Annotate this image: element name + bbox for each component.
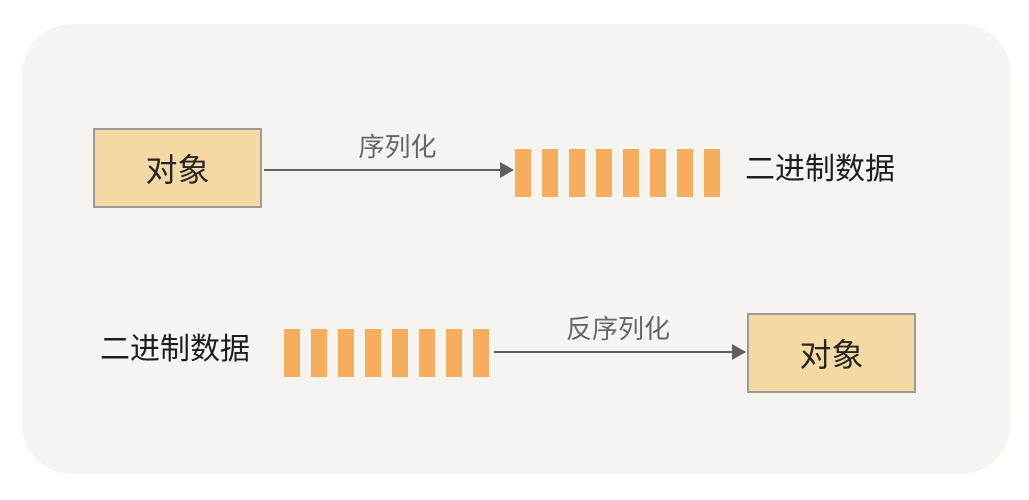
binary-bar (569, 149, 585, 197)
object-box-top-label: 对象 (145, 152, 210, 188)
binary-bar (446, 329, 462, 377)
binary-bar (596, 149, 612, 197)
binary-bar (338, 329, 354, 377)
binary-bar (677, 149, 693, 197)
binary-bar (542, 149, 558, 197)
binary-bar (473, 329, 489, 377)
deserialize-arrowhead-icon (732, 344, 746, 360)
binary-bar (365, 329, 381, 377)
diagram-card: 对象 序列化 二进制数据 二进制数据 反序列化 对象 (22, 24, 1011, 474)
binary-bars-bottom (284, 329, 489, 377)
object-box-top: 对象 (93, 128, 262, 208)
deserialize-arrow-label: 反序列化 (565, 314, 670, 344)
object-box-bottom-label: 对象 (799, 337, 864, 373)
deserialize-arrow-line (494, 351, 734, 353)
serialize-arrowhead-icon (500, 162, 514, 178)
binary-bar (311, 329, 327, 377)
binary-data-label-top: 二进制数据 (745, 153, 895, 186)
serialize-arrow-label: 序列化 (358, 132, 437, 162)
binary-bars-top (515, 149, 720, 197)
binary-bar (704, 149, 720, 197)
object-box-bottom: 对象 (747, 313, 916, 393)
binary-bar (419, 329, 435, 377)
binary-bar (623, 149, 639, 197)
binary-data-label-bottom: 二进制数据 (100, 333, 250, 366)
binary-bar (284, 329, 300, 377)
binary-bar (650, 149, 666, 197)
binary-bar (515, 149, 531, 197)
binary-bar (392, 329, 408, 377)
serialize-arrow-line (264, 169, 502, 171)
